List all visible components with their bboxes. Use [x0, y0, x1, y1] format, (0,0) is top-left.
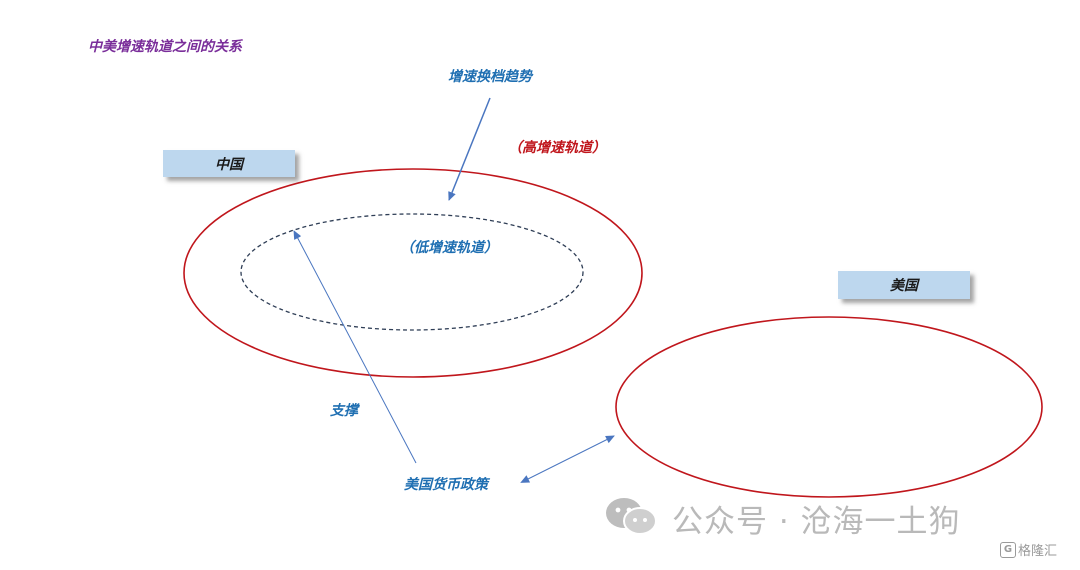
- shift-trend-arrow: [448, 97, 491, 201]
- low-track-label: （低增速轨道）: [400, 240, 498, 256]
- watermark-text: 公众号 · 沧海一土狗: [672, 504, 961, 540]
- usa-ellipse: [615, 316, 1043, 498]
- corner-logo-icon: G: [1000, 541, 1016, 558]
- usa-label-box: 美国: [838, 271, 970, 299]
- china-high-growth-ellipse: [183, 168, 643, 378]
- corner-logo: G 格隆汇: [1000, 540, 1057, 559]
- china-label-box: 中国: [163, 150, 295, 177]
- high-track-label: （高增速轨道）: [508, 140, 606, 156]
- support-label: 支撑: [330, 403, 358, 419]
- policy-usa-double-arrow: [520, 435, 615, 483]
- shift-trend-label: 增速换档趋势: [448, 69, 532, 85]
- corner-logo-text: 格隆汇: [1018, 544, 1058, 559]
- us-monetary-policy-label: 美国货币政策: [404, 477, 488, 493]
- wechat-icon: [606, 498, 657, 535]
- china-low-growth-ellipse: [240, 213, 584, 331]
- support-arrow: [293, 230, 417, 464]
- diagram-title: 中美增速轨道之间的关系: [88, 39, 242, 55]
